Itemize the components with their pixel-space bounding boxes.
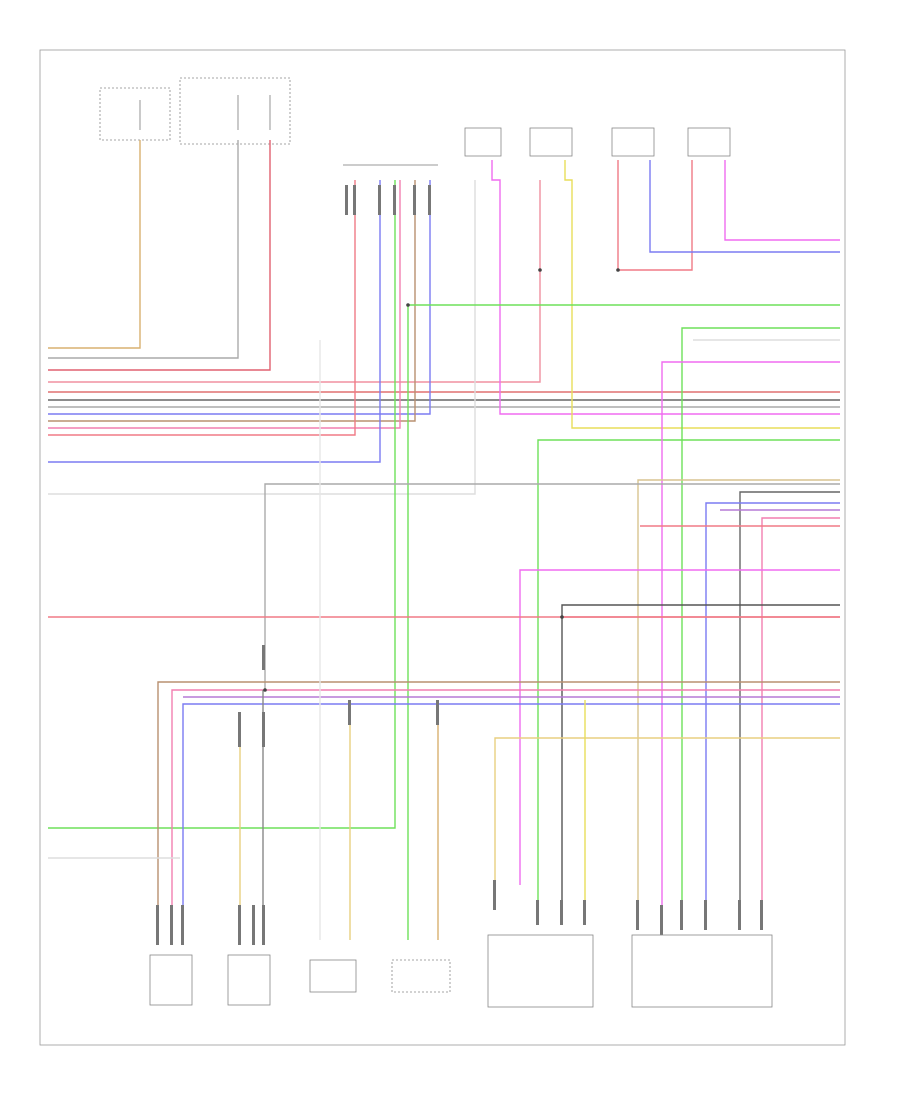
- wire-green-2: [537, 439, 840, 915]
- splice-dot: [406, 303, 410, 307]
- pin: [536, 900, 539, 925]
- pin: [348, 700, 351, 725]
- pin: [238, 712, 241, 747]
- pin: [636, 900, 639, 930]
- wire-magenta-top: [491, 160, 840, 415]
- wire-pink-r1: [761, 517, 840, 915]
- pin: [378, 185, 381, 215]
- wire-dark-r2: [739, 491, 840, 915]
- pin: [436, 700, 439, 725]
- pin: [704, 900, 707, 930]
- pin: [181, 905, 184, 945]
- top-module-1: [464, 127, 502, 157]
- wire-blue-low: [182, 703, 840, 915]
- wire-magenta-r1: [661, 361, 840, 915]
- bottom-sensor-3: [309, 959, 357, 993]
- pin: [760, 900, 763, 930]
- wire-brown-1: [48, 180, 416, 422]
- top-module-3: [611, 127, 655, 157]
- bottom-components: [149, 934, 773, 1008]
- bottom-module-6: [631, 934, 773, 1008]
- wire-blue-r1: [705, 502, 840, 915]
- wire-blue-top-3: [649, 160, 840, 253]
- wire-red-top-3: [617, 160, 693, 271]
- pin: [493, 880, 496, 910]
- pin: [560, 900, 563, 925]
- pin: [738, 900, 741, 930]
- pin: [428, 185, 431, 215]
- bottom-sensor-4: [391, 959, 451, 993]
- pin: [393, 185, 396, 215]
- wire-red-2: [48, 180, 356, 436]
- wire-pink-2: [48, 180, 401, 429]
- bottom-sensor-2: [227, 954, 271, 1006]
- wire-green-right: [681, 327, 840, 915]
- splice-dot: [616, 268, 620, 272]
- top-module-4: [687, 127, 731, 157]
- pin: [262, 712, 265, 747]
- pin: [170, 905, 173, 945]
- fuse-box-1: [99, 87, 171, 141]
- wire-blue-2: [48, 180, 381, 463]
- wire-pink-low: [171, 689, 840, 915]
- pin: [413, 185, 416, 215]
- splice-dot: [538, 268, 542, 272]
- pin: [156, 905, 159, 945]
- bottom-sensor-1: [149, 954, 193, 1006]
- wire-gray-r1: [264, 483, 840, 690]
- wire-gray-fuse2: [48, 140, 239, 359]
- diagram-frame: [39, 49, 846, 1046]
- pin: [345, 185, 348, 215]
- pin: [262, 645, 265, 670]
- pin: [262, 905, 265, 945]
- wire-tan-r1: [637, 479, 840, 915]
- bottom-module-5: [487, 934, 594, 1008]
- pin: [238, 905, 241, 945]
- pin: [660, 905, 663, 935]
- fuse-box-2: [179, 77, 291, 145]
- connector-pins: [156, 185, 763, 945]
- wire-tan-low: [494, 737, 840, 885]
- wire-brown-low: [157, 681, 840, 915]
- splice-dot: [263, 688, 267, 692]
- wire-dark-r3: [561, 604, 840, 915]
- wire-pink-1: [48, 180, 541, 383]
- pin: [353, 185, 356, 215]
- wire-red-fuse3: [48, 140, 271, 371]
- pin: [583, 900, 586, 925]
- wire-magenta-r2: [519, 569, 840, 885]
- wires: [48, 140, 840, 940]
- top-module-2: [529, 127, 573, 157]
- wire-tan-fuse1: [48, 140, 141, 349]
- wire-light-1: [48, 180, 476, 495]
- pin: [252, 905, 255, 945]
- wire-magenta-top-4: [724, 160, 840, 241]
- pin: [680, 900, 683, 930]
- wire-blue-1: [48, 180, 431, 415]
- splice-points: [263, 268, 620, 692]
- top-components: [99, 77, 731, 166]
- splice-dot: [560, 615, 564, 619]
- wire-yellow-top: [564, 160, 840, 429]
- wire-green-3: [48, 180, 396, 829]
